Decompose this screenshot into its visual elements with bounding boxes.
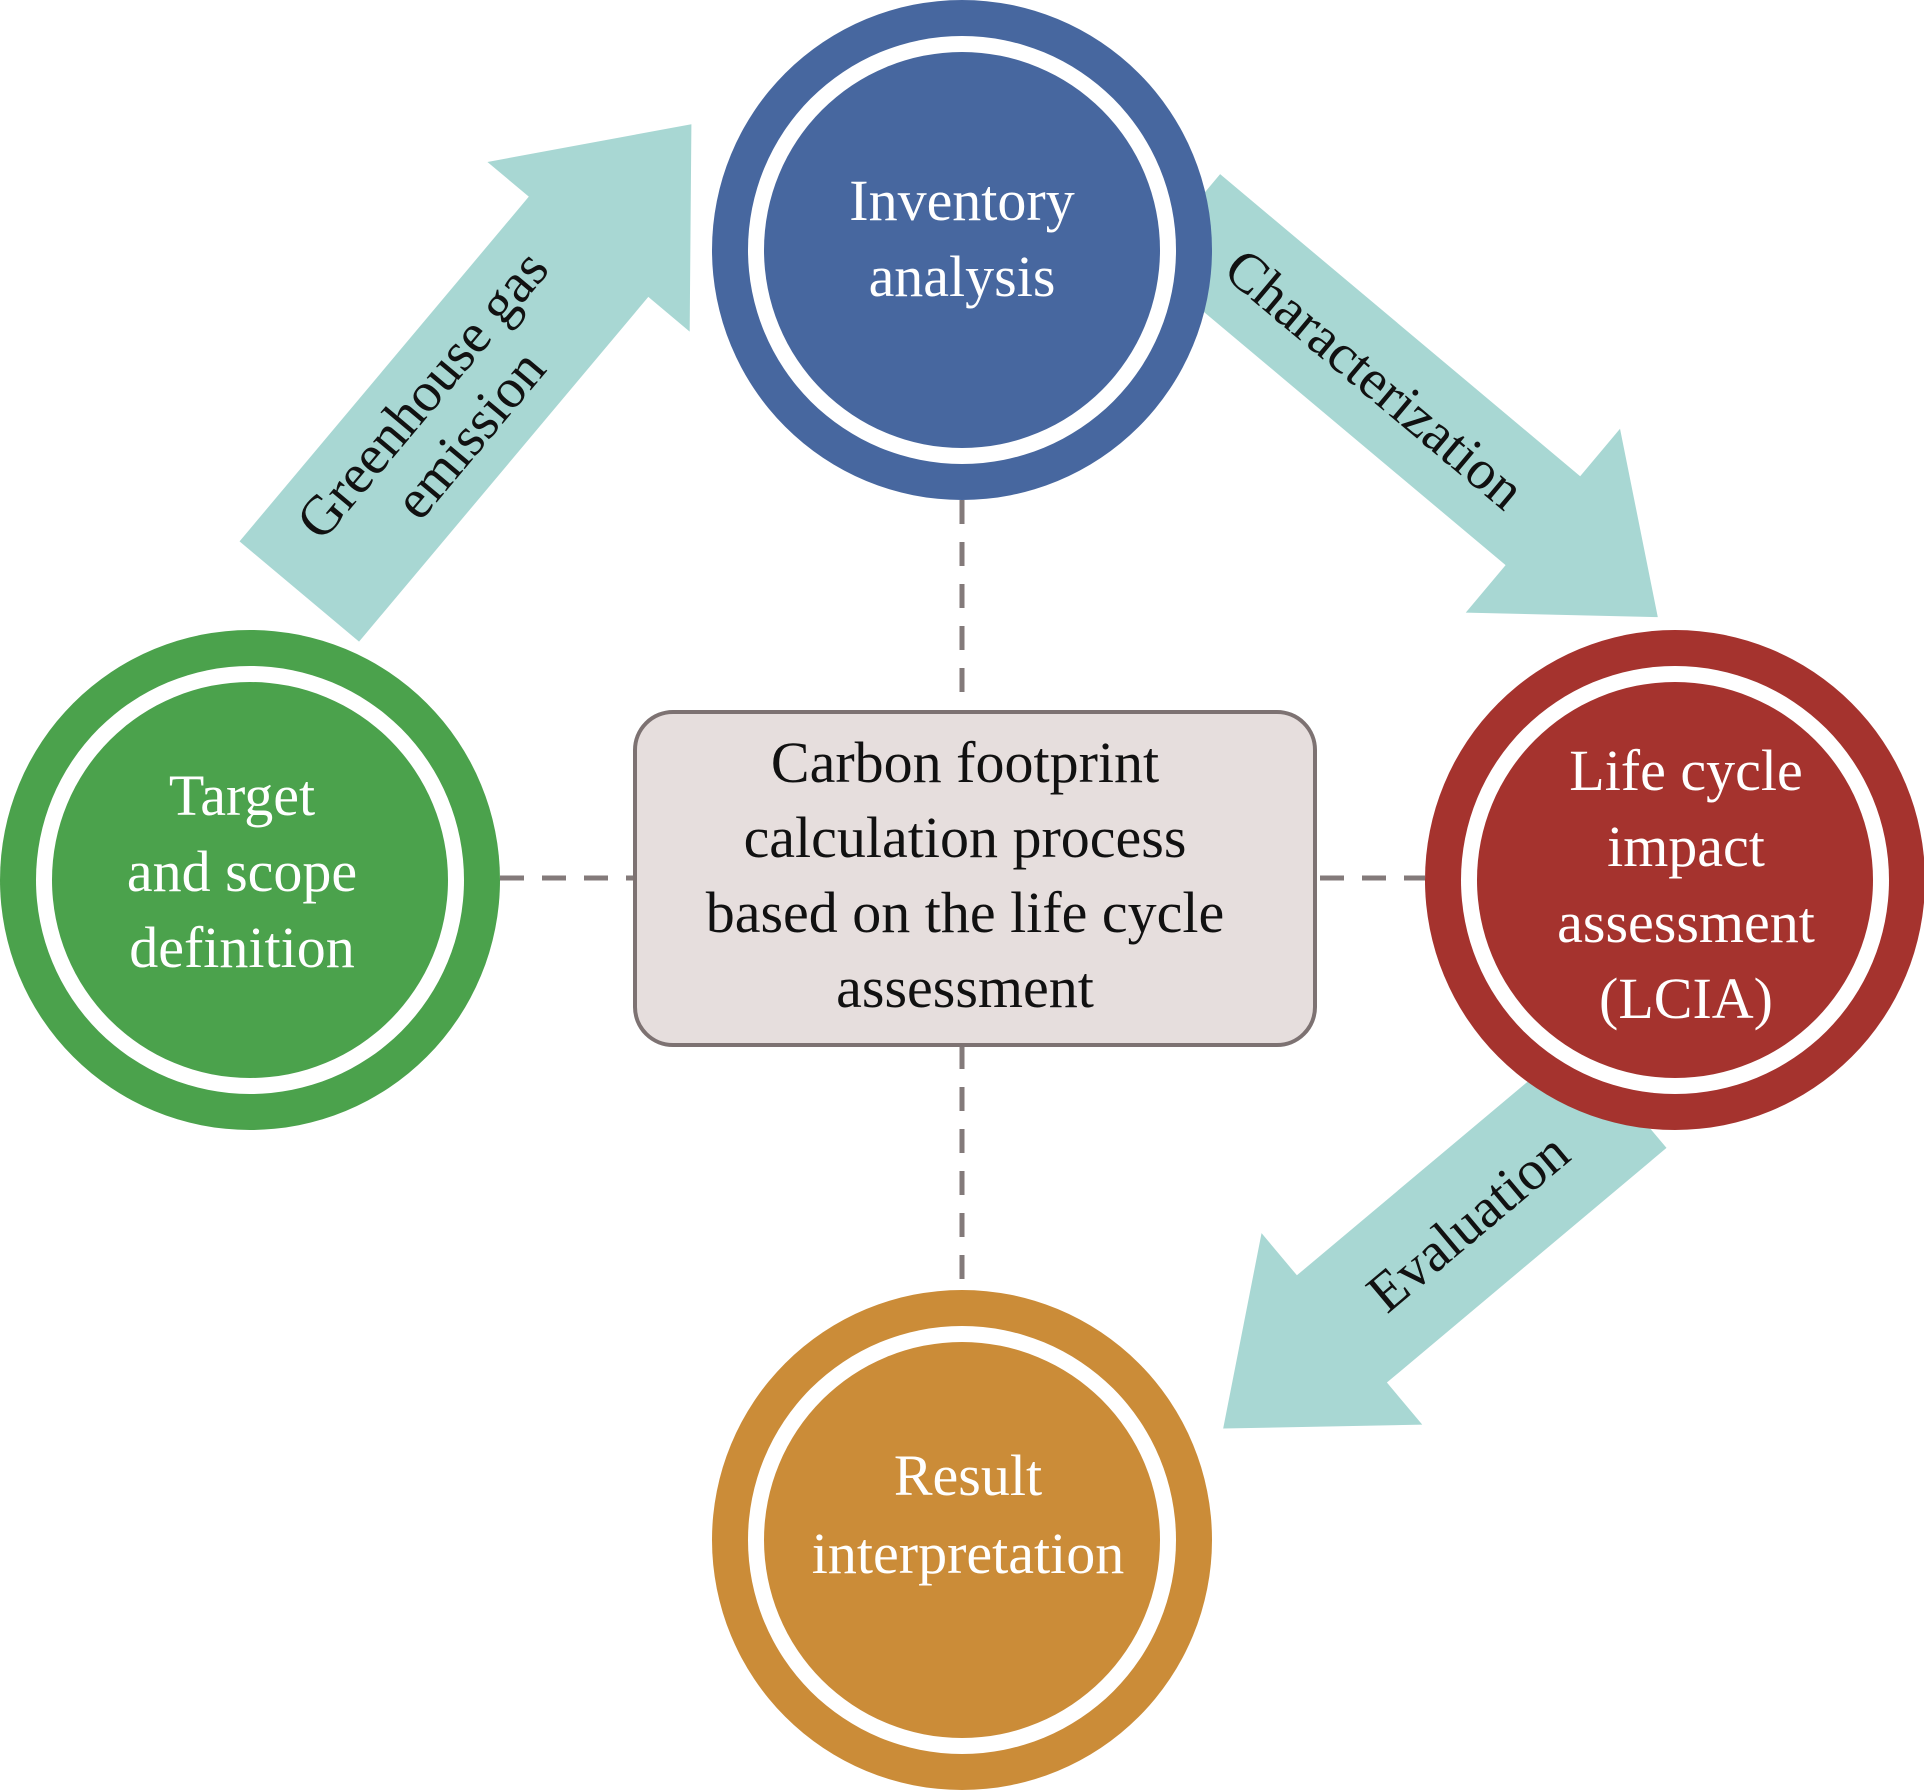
- node-inner-circle: [764, 52, 1160, 448]
- center-box-line-2: calculation process: [744, 805, 1187, 870]
- node-inventory-analysis: Inventory analysis: [712, 0, 1212, 500]
- node-result-line-1: Result: [894, 1443, 1042, 1508]
- connector-lines: [500, 500, 1425, 1290]
- arrow-shape: [1145, 174, 1658, 618]
- node-inner-circle: [764, 1342, 1160, 1738]
- arrow-greenhouse-gas: Greenhouse gas emission: [239, 124, 692, 642]
- node-inventory-line-1: Inventory: [849, 168, 1075, 233]
- arrow-shape: [239, 124, 692, 642]
- center-box-shape: [633, 710, 1317, 1047]
- node-inventory-line-2: analysis: [869, 244, 1056, 309]
- center-box-line-4: assessment: [836, 955, 1094, 1020]
- arrow-characterization-label: Characterization: [1213, 237, 1536, 522]
- node-target-line-1: Target: [169, 763, 315, 828]
- node-lcia-line-2: impact: [1607, 814, 1765, 879]
- center-box-line-1: Carbon footprint: [771, 730, 1159, 795]
- node-lcia-line-1: Life cycle: [1569, 738, 1802, 803]
- node-result-line-2: interpretation: [812, 1521, 1124, 1586]
- node-lcia: Life cycle impact assessment (LCIA): [1425, 630, 1924, 1130]
- node-target-line-2: and scope: [127, 839, 357, 904]
- node-target-line-3: definition: [129, 915, 355, 980]
- arrow-shape: [1223, 1040, 1667, 1429]
- node-target-scope: Target and scope definition: [0, 630, 500, 1130]
- node-lcia-line-3: assessment: [1557, 890, 1815, 955]
- node-inner-circle: [1477, 682, 1873, 1078]
- node-lcia-line-4: (LCIA): [1599, 966, 1773, 1031]
- node-result-interpretation: Result interpretation: [712, 1290, 1212, 1790]
- node-inner-circle: [52, 682, 448, 1078]
- center-box: Carbon footprint calculation process bas…: [633, 710, 1317, 1047]
- center-box-line-3: based on the life cycle: [706, 880, 1225, 945]
